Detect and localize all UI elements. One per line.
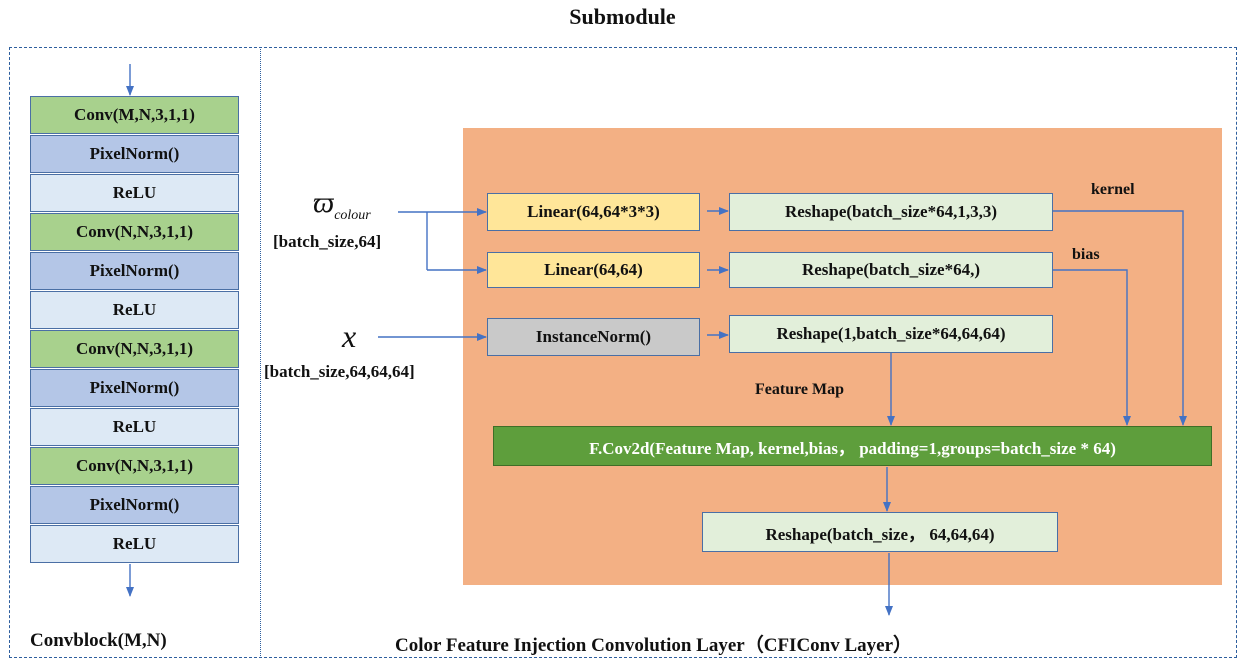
reshape-feature-box: Reshape(1,batch_size*64,64,64) [729,315,1053,353]
box-label: Reshape(batch_size， 64,64,64) [765,524,995,544]
convblock-layer: ReLU [30,408,239,446]
linear-bias-box: Linear(64,64) [487,252,700,288]
layer-label: ReLU [112,300,157,319]
instance-norm-box: InstanceNorm() [487,318,700,356]
x-shape-label: [batch_size,64,64,64] [264,362,415,381]
layer-label: PixelNorm() [89,144,180,163]
submodule-frame [9,47,1237,658]
box-label: Reshape(1,batch_size*64,64,64) [776,324,1006,343]
convblock-layer: PixelNorm() [30,252,239,290]
box-label: InstanceNorm() [535,327,652,346]
convblock-layer: Conv(N,N,3,1,1) [30,330,239,368]
convblock-layer: ReLU [30,174,239,212]
box-label: F.Cov2d(Feature Map, kernel,bias， paddin… [589,438,1116,458]
omega-glyph: ϖ [313,186,335,219]
convblock-layer: Conv(N,N,3,1,1) [30,213,239,251]
layer-label: ReLU [112,417,157,436]
convblock-caption: Convblock(M,N) [30,630,167,651]
convblock-layer: ReLU [30,291,239,329]
bias-label: bias [1072,246,1100,263]
layer-label: Conv(N,N,3,1,1) [75,222,194,241]
layer-label: PixelNorm() [89,495,180,514]
kernel-arrow [1053,210,1187,426]
omega-shape-label: [batch_size,64] [273,232,382,251]
bias-arrow [1053,269,1131,426]
layer-label: Conv(N,N,3,1,1) [75,456,194,475]
convblock-layer: ReLU [30,525,239,563]
convblock-layer: PixelNorm() [30,486,239,524]
layer-label: PixelNorm() [89,378,180,397]
x-symbol: x [342,318,357,354]
frame-divider [260,49,261,656]
layer-label: Conv(N,N,3,1,1) [75,339,194,358]
linear-kernel-box: Linear(64,64*3*3) [487,193,700,231]
box-label: Reshape(batch_size*64,) [801,260,980,279]
box-label: Linear(64,64*3*3) [527,202,660,221]
feature-map-label: Feature Map [755,381,845,398]
layer-label: Conv(M,N,3,1,1) [74,105,195,124]
convblock-layer: PixelNorm() [30,369,239,407]
layer-label: PixelNorm() [89,261,180,280]
layer-label: ReLU [112,183,157,202]
conv2d-box: F.Cov2d(Feature Map, kernel,bias， paddin… [493,426,1212,466]
convblock-layer: PixelNorm() [30,135,239,173]
convblock-layer: Conv(N,N,3,1,1) [30,447,239,485]
kernel-label: kernel [1091,181,1135,198]
box-label: Linear(64,64) [544,260,643,279]
box-label: Reshape(batch_size*64,1,3,3) [784,202,997,221]
layer-label: ReLU [112,534,157,553]
reshape-bias-box: Reshape(batch_size*64,) [729,252,1053,288]
submodule-title: Submodule [569,4,676,29]
cficonv-caption: Color Feature Injection Convolution Laye… [395,635,913,656]
reshape-kernel-box: Reshape(batch_size*64,1,3,3) [729,193,1053,231]
omega-subscript: colour [334,208,371,223]
reshape-out-box: Reshape(batch_size， 64,64,64) [702,512,1058,552]
convblock-layer: Conv(M,N,3,1,1) [30,96,239,134]
omega-symbol: ϖcolour [313,186,371,224]
